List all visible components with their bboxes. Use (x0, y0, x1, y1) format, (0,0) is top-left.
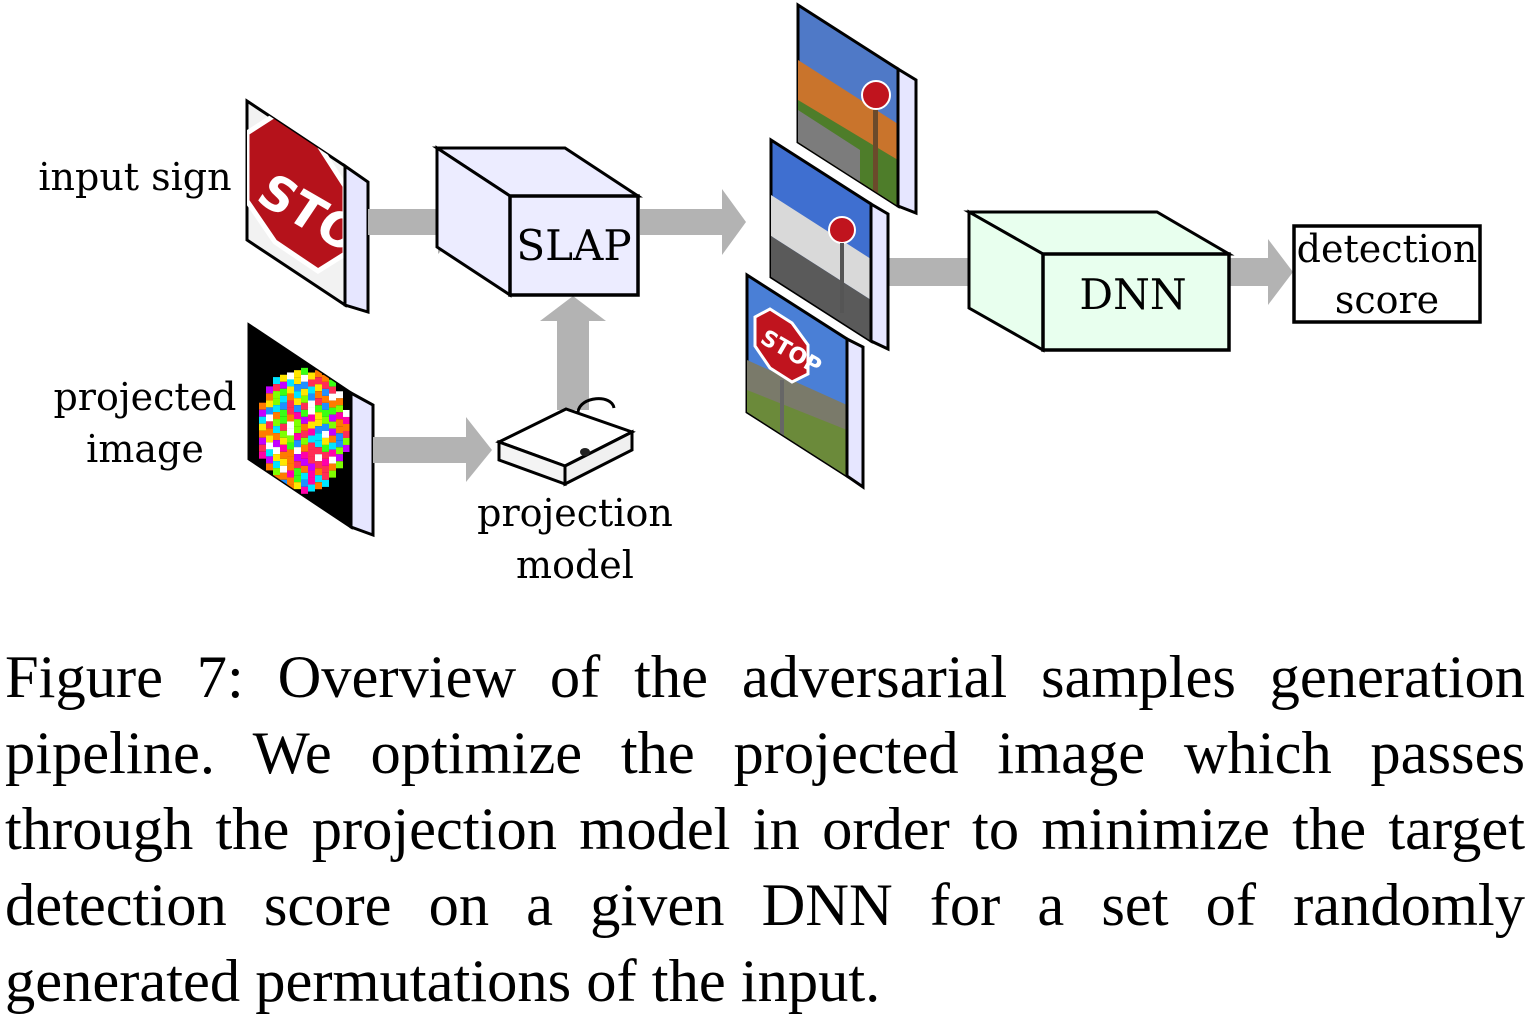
colorful-mosaic-pattern (259, 367, 350, 494)
slap-label: SLAP (516, 221, 631, 270)
arrow-projector-to-slap (540, 296, 606, 410)
arrow-scenes-to-dnn (885, 240, 1010, 304)
scene-panel-1 (796, 2, 918, 216)
dnn-label: DNN (1079, 270, 1186, 319)
input-sign-panel: STOP (245, 98, 370, 315)
scene-panel-3: STOP (745, 272, 865, 490)
pipeline-diagram: STOP SLAP (38, 2, 1482, 587)
projected-image-label-line-2: image (86, 427, 204, 471)
dnn-box: DNN (963, 209, 1235, 353)
projected-image-label-line-1: projected (53, 375, 236, 419)
projection-model-label-line-1: projection (477, 491, 673, 535)
scene-panel-2 (769, 137, 890, 352)
projection-model-label-line-2: model (516, 543, 634, 587)
projected-image-panel (247, 322, 375, 538)
arrow-dnn-to-score (1229, 239, 1293, 305)
score-label-line-2: score (1335, 278, 1439, 322)
slap-box: SLAP (431, 145, 644, 298)
score-label-line-1: detection (1297, 227, 1478, 271)
projector-icon (495, 397, 636, 487)
arrow-slap-to-scenes (640, 189, 746, 255)
arrow-projected-to-projector (373, 417, 492, 482)
figure-caption: Figure 7: Overview of the adversarial sa… (5, 644, 1525, 1015)
input-sign-label: input sign (38, 155, 231, 199)
detection-score-box: detection score (1292, 224, 1482, 324)
